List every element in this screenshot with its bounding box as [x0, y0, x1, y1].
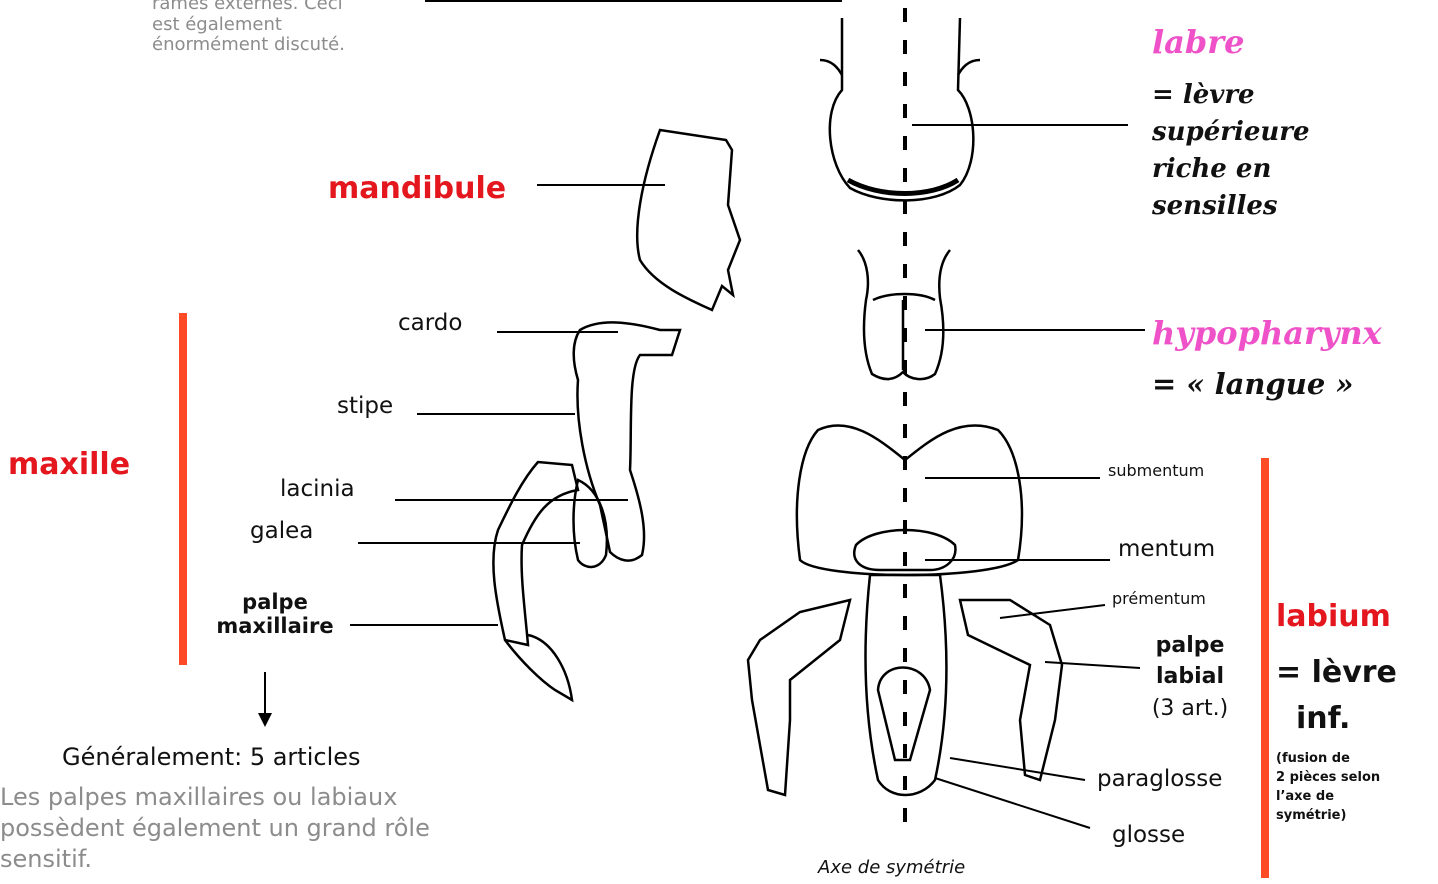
palpe-labial-line-3: (3 art.): [1135, 696, 1245, 721]
labium-drawing: [748, 425, 1062, 795]
intro-note: rames externes. Ceci est également énorm…: [152, 0, 345, 56]
labrum-desc-line-2: supérieure: [1152, 114, 1310, 151]
intro-note-line-2: est également: [152, 15, 345, 36]
stipe-label: stipe: [337, 393, 393, 419]
palpe-maxillaire-label: palpe maxillaire: [200, 590, 350, 638]
intro-note-line-3: énormément discuté.: [152, 35, 345, 56]
labium-desc-line-1: = lèvre: [1276, 656, 1397, 691]
sensitive-note: Les palpes maxillaires ou labiaux possèd…: [0, 782, 430, 876]
palpe-labial-line-1: palpe: [1135, 633, 1245, 658]
fusion-note-line-2: 2 pièces selon: [1276, 769, 1380, 788]
labrum-name: labre: [1152, 24, 1244, 61]
sensitive-note-line-2: possèdent également un grand rôle: [0, 813, 430, 844]
labium-bracket: [1261, 458, 1269, 878]
galea-label: galea: [250, 518, 313, 544]
paraglosse-label: paraglosse: [1097, 766, 1222, 792]
fusion-note-line-1: (fusion de: [1276, 750, 1380, 769]
fusion-note-line-3: l’axe de: [1276, 788, 1380, 807]
leader-lines: [258, 125, 1145, 828]
labrum-description: = lèvre supérieure riche en sensilles: [1152, 77, 1310, 225]
axis-label: Axe de symétrie: [818, 858, 965, 879]
maxilla-drawing: [493, 322, 680, 700]
labrum-desc-line-4: sensilles: [1152, 188, 1310, 225]
mandible-drawing: [637, 130, 740, 310]
articles-note: Généralement: 5 articles: [62, 744, 361, 772]
labium-title: labium: [1276, 600, 1391, 635]
fusion-note-line-4: symétrie): [1276, 807, 1380, 826]
intro-note-line-1: rames externes. Ceci: [152, 0, 345, 15]
hypopharynx-description: = « langue »: [1152, 368, 1354, 401]
sensitive-note-line-1: Les palpes maxillaires ou labiaux: [0, 782, 430, 813]
hypopharynx-name: hypopharynx: [1152, 315, 1382, 352]
mentum-label: mentum: [1118, 536, 1215, 562]
submentum-label: submentum: [1108, 462, 1204, 480]
labrum-desc-line-1: = lèvre: [1152, 77, 1310, 114]
labium-desc-line-2: inf.: [1296, 702, 1350, 737]
lacinia-label: lacinia: [280, 476, 355, 502]
labrum-drawing: [820, 18, 980, 200]
labrum-desc-line-3: riche en: [1152, 151, 1310, 188]
palpe-maxillaire-line-1: palpe: [200, 590, 350, 614]
glosse-label: glosse: [1112, 822, 1185, 848]
prementum-label: prémentum: [1112, 590, 1206, 608]
sensitive-note-line-3: sensitif.: [0, 844, 430, 875]
fusion-note: (fusion de 2 pièces selon l’axe de symét…: [1276, 750, 1380, 825]
maxilla-bracket: [179, 313, 187, 665]
mandible-label: mandibule: [328, 172, 506, 207]
cardo-label: cardo: [398, 310, 462, 336]
maxilla-title: maxille: [8, 448, 130, 483]
palpe-labial-label: palpe labial (3 art.): [1135, 633, 1245, 721]
palpe-labial-line-2: labial: [1135, 664, 1245, 689]
palpe-maxillaire-line-2: maxillaire: [200, 614, 350, 638]
